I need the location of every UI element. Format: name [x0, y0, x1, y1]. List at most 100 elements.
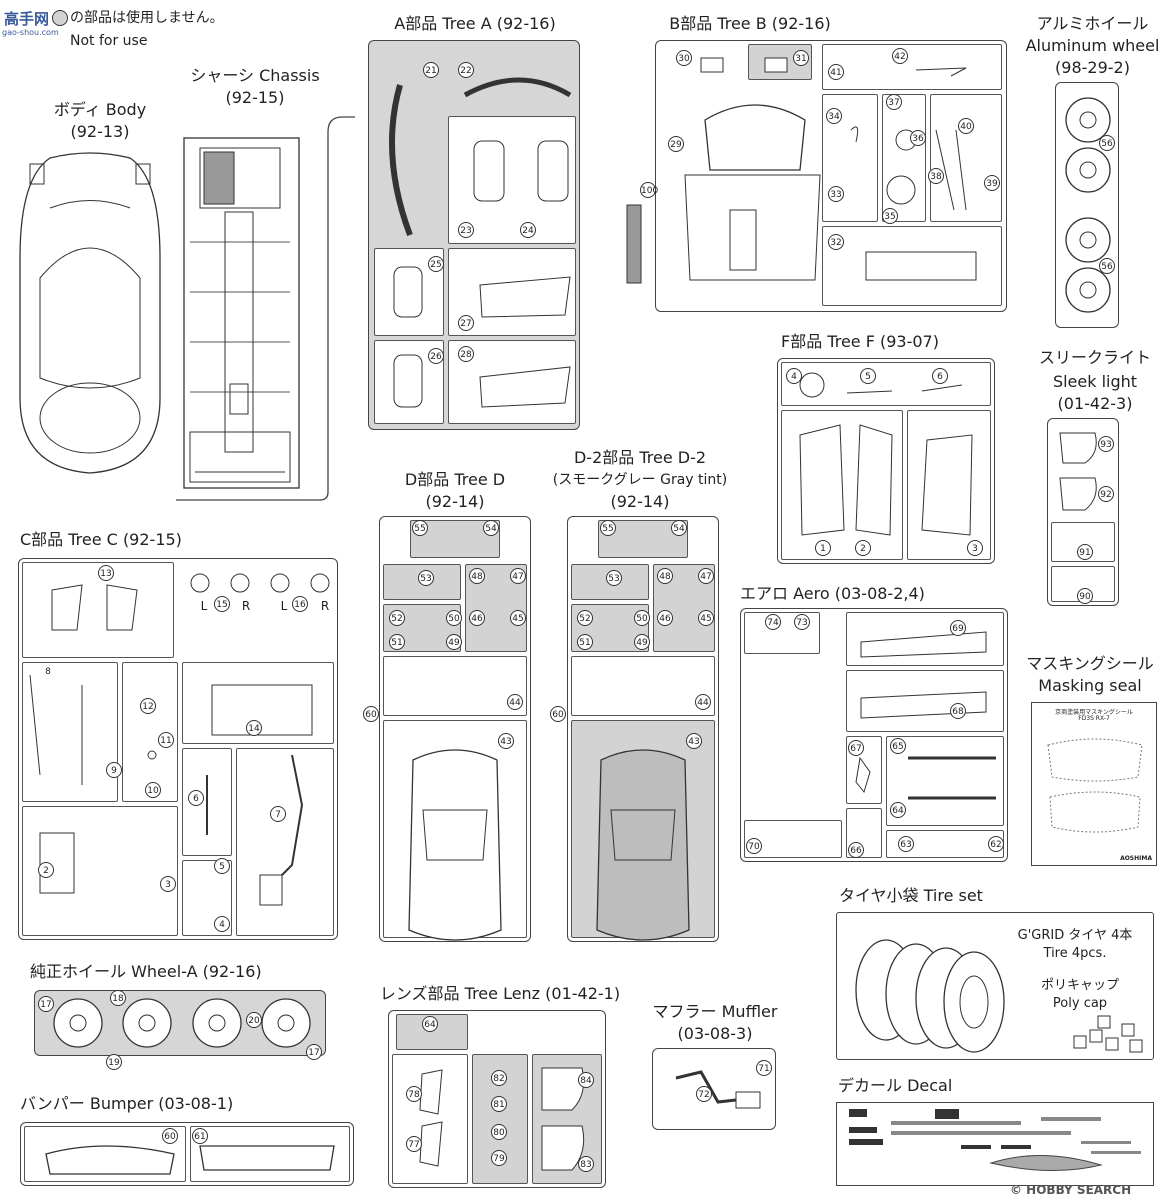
part-d2-47: 47	[698, 568, 714, 584]
part-muffler-71: 71	[756, 1060, 772, 1076]
tree-a-title: A部品 Tree A (92-16)	[394, 14, 556, 33]
part-wheel-a-17-a: 17	[38, 996, 54, 1012]
aero-title: エアロ Aero (03-08-2,4)	[740, 584, 925, 603]
part-d-48: 48	[469, 568, 485, 584]
aero-runner	[740, 608, 1008, 862]
part-wheel-a-17-b: 17	[306, 1044, 322, 1060]
tree-b-runner	[655, 40, 1007, 312]
part-d-49: 49	[446, 634, 462, 650]
tree-d2-window	[596, 749, 690, 941]
sleek-en: Sleek light	[1052, 372, 1138, 391]
part-c-12: 12	[140, 698, 156, 714]
tire-en: Tire 4pcs.	[1043, 946, 1107, 961]
part-d2-51: 51	[577, 634, 593, 650]
part-d-55: 55	[412, 520, 428, 536]
part-d2-50: 50	[634, 610, 650, 626]
part-d2-44: 44	[695, 694, 711, 710]
part-b-41: 41	[828, 64, 844, 80]
tree-d2-cell-44	[571, 656, 715, 716]
part-sleek-92: 92	[1098, 486, 1114, 502]
part-a-25: 25	[428, 256, 444, 272]
part-aero-62: 62	[988, 836, 1004, 852]
bumper-title: バンパー Bumper (03-08-1)	[20, 1094, 234, 1113]
part-d-52: 52	[389, 610, 405, 626]
tire-drawing	[855, 939, 1005, 1053]
tree-c-runner	[18, 558, 338, 940]
tree-b-cell-42	[822, 44, 1002, 90]
decal-title: デカール Decal	[838, 1076, 953, 1095]
part-d-45: 45	[510, 610, 526, 626]
part-wheel-a-20: 20	[246, 1012, 262, 1028]
hobby-search-watermark: © HOBBY SEARCH	[1010, 1183, 1132, 1197]
tire-set-title: タイヤ小袋 Tire set	[839, 886, 983, 905]
part-d2-53: 53	[606, 570, 622, 586]
tire-jp: G'GRID タイヤ 4本	[1017, 928, 1133, 943]
part-c-8: 8	[40, 664, 56, 680]
part-aero-74: 74	[765, 614, 781, 630]
part-aero-63: 63	[898, 836, 914, 852]
wheel-a-parts	[53, 998, 311, 1048]
aero-cell-70	[744, 820, 842, 858]
part-d-44: 44	[507, 694, 523, 710]
part-d-50: 50	[446, 610, 462, 626]
part-c-14: 14	[246, 720, 262, 736]
muffler-code: (03-08-3)	[677, 1024, 753, 1043]
part-alu-56-a: 56	[1099, 135, 1115, 151]
part-a-22: 22	[458, 62, 474, 78]
part-c-4: 4	[214, 916, 230, 932]
tree-c-num-15: 15	[214, 596, 230, 612]
part-lenz-84: 84	[578, 1072, 594, 1088]
part-b-30: 30	[676, 50, 692, 66]
part-a-27: 27	[458, 315, 474, 331]
part-sleek-91: 91	[1077, 544, 1093, 560]
part-c-3: 3	[160, 876, 176, 892]
part-d2-46: 46	[657, 610, 673, 626]
tree-d-runner	[379, 516, 531, 942]
decal-sheet	[836, 1102, 1154, 1186]
part-bumper-61: 61	[192, 1128, 208, 1144]
lenz-title: レンズ部品 Tree Lenz (01-42-1)	[379, 984, 621, 1003]
masking-brand: AOSHIMA	[1120, 855, 1152, 862]
part-lenz-80: 80	[491, 1124, 507, 1140]
part-sleek-90: 90	[1077, 588, 1093, 604]
part-a-26: 26	[428, 348, 444, 364]
alu-wheel-code: (98-29-2)	[1055, 58, 1130, 77]
tree-b-cell-37	[882, 94, 926, 222]
body-code: (92-13)	[70, 122, 130, 141]
part-lenz-78: 78	[406, 1086, 422, 1102]
tree-d-code: (92-14)	[425, 492, 485, 511]
part-b-36: 36	[910, 130, 926, 146]
muffler-parts	[675, 1070, 761, 1109]
part-f-1: 1	[815, 540, 831, 556]
part-c-10: 10	[145, 782, 161, 798]
watermark-brand: 高手网	[4, 10, 50, 28]
part-d2-54: 54	[671, 520, 687, 536]
part-c-9: 9	[106, 762, 122, 778]
part-aero-67: 67	[848, 740, 864, 756]
part-f-6: 6	[932, 368, 948, 384]
part-a-21: 21	[423, 62, 439, 78]
part-aero-68: 68	[950, 703, 966, 719]
tree-c-cell-13	[22, 562, 174, 658]
part-d2-45: 45	[698, 610, 714, 626]
tree-b-small-parts	[850, 67, 977, 281]
part-d-43: 43	[498, 733, 514, 749]
part-lenz-79: 79	[491, 1150, 507, 1166]
part-aero-66: 66	[848, 842, 864, 858]
part-a-23: 23	[458, 222, 474, 238]
tree-d-window	[408, 749, 502, 941]
part-c-6: 6	[188, 790, 204, 806]
part-aero-64: 64	[890, 802, 906, 818]
poly-cap-drawing	[1073, 1015, 1143, 1053]
part-b-31: 31	[793, 50, 809, 66]
chassis-runner	[176, 116, 355, 501]
unused-swatch	[52, 10, 68, 26]
part-lenz-83: 83	[578, 1156, 594, 1172]
part-wheel-a-19: 19	[106, 1054, 122, 1070]
tree-d-cell-44	[383, 656, 527, 716]
part-f-3: 3	[967, 540, 983, 556]
part-d2-48: 48	[657, 568, 673, 584]
part-d-54: 54	[483, 520, 499, 536]
wheel-a-title: 純正ホイール Wheel-A (92-16)	[30, 962, 262, 981]
